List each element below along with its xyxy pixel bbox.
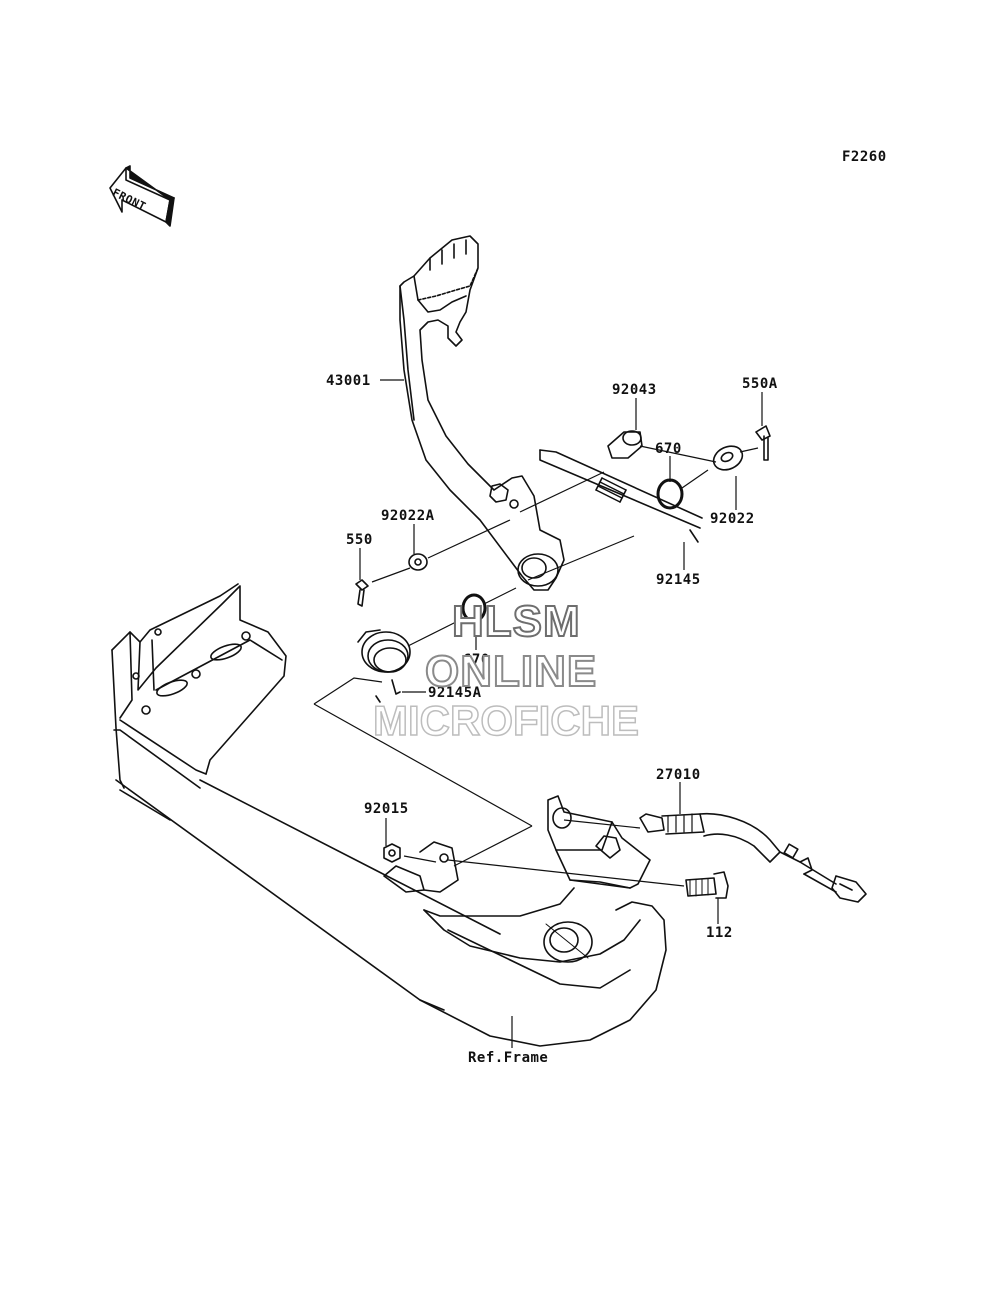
pin-92043 <box>607 430 643 459</box>
watermark-line3: MICROFICHE <box>372 697 640 744</box>
watermark-line2: ONLINE <box>424 647 598 696</box>
washer-92022 <box>712 445 744 471</box>
label-ref-frame: Ref.Frame <box>468 1050 549 1066</box>
label-550: 550 <box>346 532 373 548</box>
o-ring-lower <box>461 593 487 623</box>
brake-switch-27010 <box>639 812 867 903</box>
label-92145: 92145 <box>656 572 701 588</box>
brake-pedal <box>399 235 565 591</box>
label-670-upper: 670 <box>655 441 682 457</box>
cotter-pin-550 <box>355 579 369 607</box>
washer-92022a <box>408 553 428 571</box>
frame-bracket <box>111 583 667 1047</box>
label-92022a: 92022A <box>381 508 435 524</box>
label-92022: 92022 <box>710 511 755 527</box>
spring-92145 <box>539 449 703 543</box>
label-92043: 92043 <box>612 382 657 398</box>
bolt-112 <box>685 871 729 899</box>
label-92145a: 92145A <box>428 685 482 701</box>
spring-92145a <box>357 629 411 703</box>
label-112: 112 <box>706 925 733 941</box>
front-arrow-icon <box>109 165 175 227</box>
watermark-line1: HLSM <box>451 597 581 646</box>
label-92015: 92015 <box>364 801 409 817</box>
label-27010: 27010 <box>656 767 701 783</box>
nut-92015 <box>383 843 401 863</box>
figure-code: F2260 <box>842 149 887 165</box>
label-670-lower: 670 <box>463 652 490 668</box>
cotter-pin-550a <box>755 425 771 461</box>
label-43001: 43001 <box>326 373 371 389</box>
label-550a: 550A <box>742 376 778 392</box>
